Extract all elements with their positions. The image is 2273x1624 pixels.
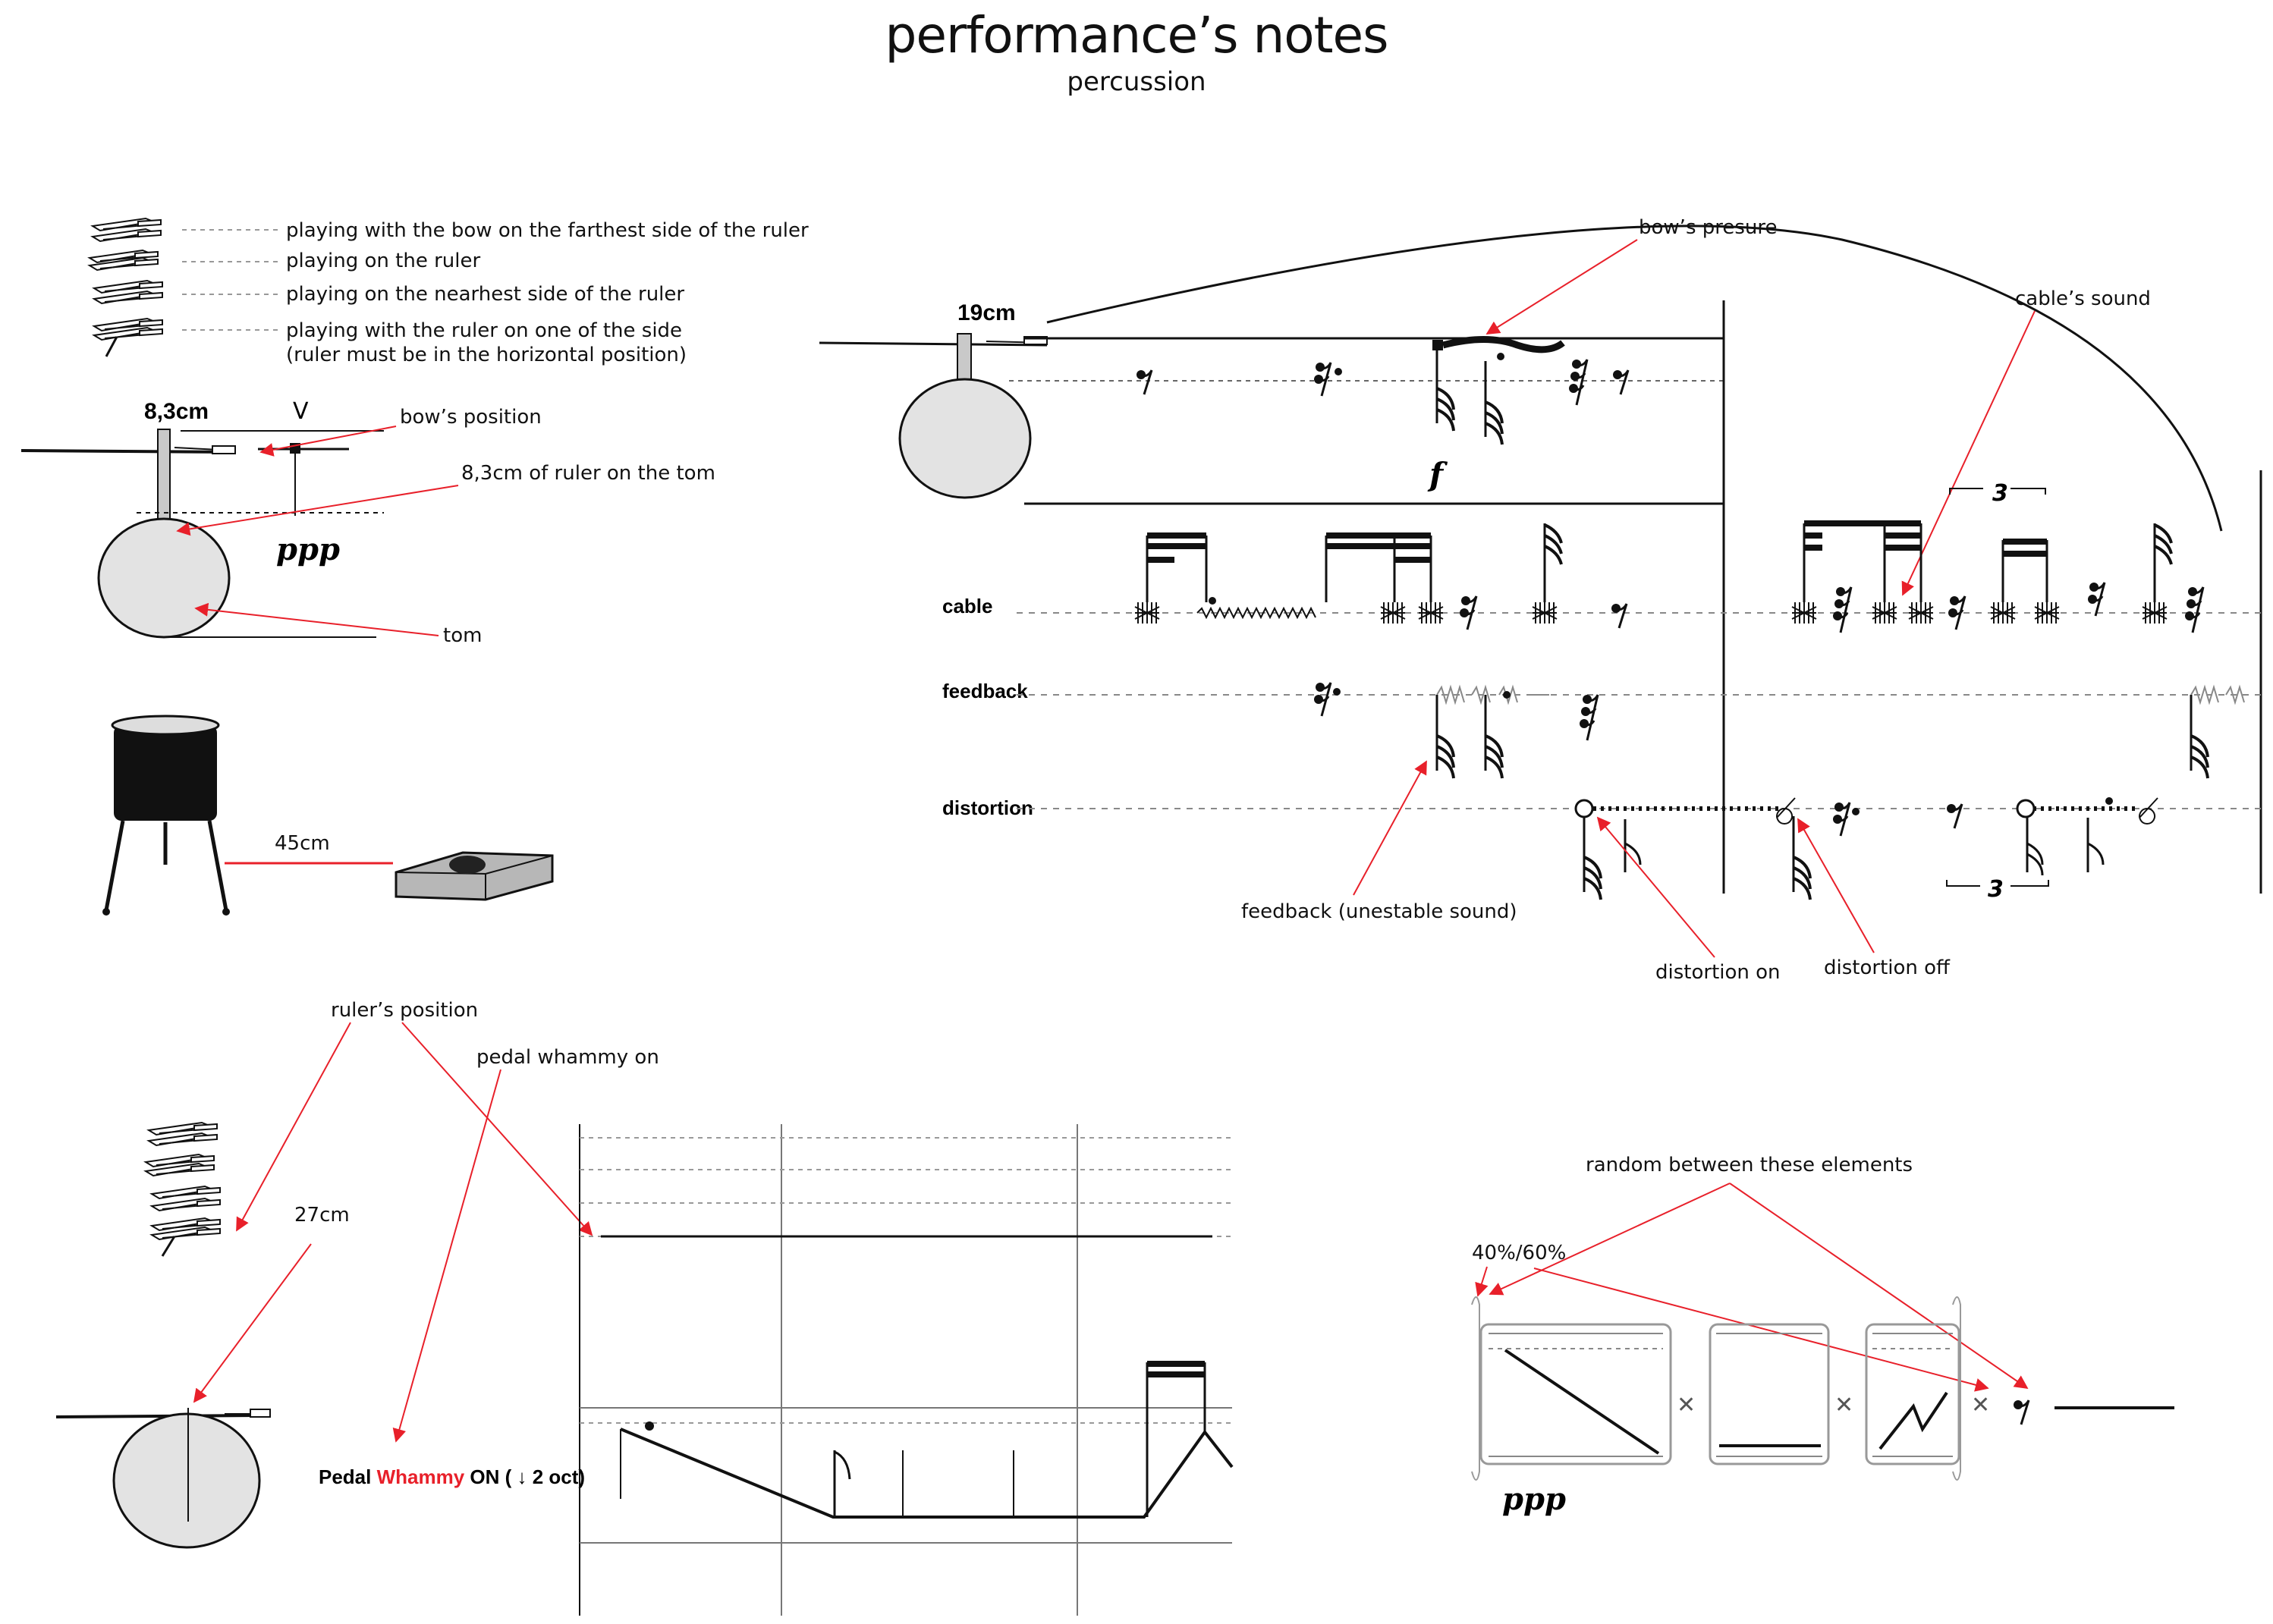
distortion-notes: 3 distortion on distortion off — [1574, 797, 2158, 984]
simile-mark: ✕ — [1971, 1392, 1990, 1418]
page-subtitle: percussion — [1067, 67, 1206, 97]
legend-label: playing with the bow on the farthest sid… — [286, 219, 809, 242]
simile-mark: ✕ — [1677, 1392, 1696, 1418]
setup-diagram: 8,3cm V ppp bow’s position 8,3cm of rule… — [20, 398, 715, 916]
pedal-whammy-on-label: pedal whammy on — [476, 1046, 659, 1069]
random-section: random between these elements 40%/60% ✕ … — [1471, 1154, 2174, 1517]
score-tom — [898, 378, 1032, 499]
ruler-icon — [92, 218, 162, 242]
floor-tom-icon — [102, 715, 230, 916]
cable-notes-m2: 3 — [1791, 480, 2205, 634]
legend-row-2: playing on the ruler — [89, 250, 480, 272]
dynamic-ppp: ppp — [276, 532, 340, 567]
rulers-position-label: ruler’s position — [331, 999, 478, 1022]
ruler-length-27-label: 27cm — [294, 1204, 350, 1227]
legend-label: playing on the ruler — [286, 250, 480, 272]
ruler-line — [20, 449, 236, 454]
dynamic-f: f — [1427, 456, 1448, 493]
legend: playing with the bow on the farthest sid… — [89, 218, 809, 366]
ruler-icon — [93, 318, 163, 357]
distortion-off-label: distortion off — [1824, 956, 1951, 979]
random-box-zigzag — [1865, 1323, 1960, 1465]
legend-row-3: playing on the nearhest side of the rule… — [93, 280, 684, 306]
staff-label-feedback: feedback — [942, 680, 1028, 702]
page-title: performance’s notes — [885, 6, 1388, 64]
random-elements-label: random between these elements — [1586, 1154, 1913, 1176]
legend-label: playing on the nearhest side of the rule… — [286, 283, 684, 306]
bow-mark: V — [293, 398, 309, 425]
cable-notes-m1 — [1134, 523, 1628, 631]
distance-label: 45cm — [275, 832, 330, 855]
tuplet-number-lower: 3 — [1988, 876, 2004, 903]
feedback-unstable-label: feedback (unestable sound) — [1241, 900, 1517, 923]
random-dynamic-ppp: ppp — [1502, 1481, 1566, 1517]
whammy-section: ruler’s position pedal whammy on 27cm Pe… — [55, 999, 1234, 1616]
random-box-flat — [1709, 1323, 1830, 1465]
cable-sound-label: cable’s sound — [2015, 287, 2151, 310]
ratio-label: 40%/60% — [1472, 1242, 1566, 1264]
random-box-descending — [1479, 1323, 1672, 1465]
whammy-contour — [620, 1428, 1234, 1519]
ruler-icon-stack — [145, 1122, 221, 1257]
legend-label: playing with the ruler on one of the sid… — [286, 319, 682, 342]
ruler-on-tom-label: 8,3cm of ruler on the tom — [461, 462, 715, 485]
ruler-icon — [93, 280, 163, 304]
tuplet-number: 3 — [1992, 480, 2008, 507]
main-score: 19cm f bow’s presure cable’s sound c — [819, 216, 2262, 984]
bow-position-label: bow’s position — [400, 406, 542, 429]
pedal-whammy-text: Pedal Whammy ON ( ↓ 2 oct) — [319, 1465, 585, 1488]
tom-label: tom — [443, 624, 482, 647]
ruler-length-label: 8,3cm — [144, 399, 209, 424]
feedback-notes: feedback (unestable sound) — [1241, 681, 2245, 923]
pedal-box-icon — [395, 851, 554, 901]
legend-row-1: playing with the bow on the farthest sid… — [92, 218, 809, 242]
legend-row-4: playing with the ruler on one of the sid… — [93, 318, 687, 366]
score-bow-clip — [986, 336, 1048, 345]
legend-note: (ruler must be in the horizontal positio… — [286, 344, 687, 366]
ruler-icon — [89, 250, 159, 271]
bow-clip-icon — [174, 445, 236, 454]
whammy-tom — [112, 1412, 261, 1549]
staff-label-cable: cable — [942, 595, 993, 617]
distortion-on-label: distortion on — [1655, 961, 1781, 984]
simile-mark: ✕ — [1834, 1392, 1853, 1418]
tom-drum — [97, 517, 231, 639]
bow-pressure-label: bow’s presure — [1639, 216, 1778, 239]
score-ruler-length: 19cm — [957, 300, 1016, 325]
